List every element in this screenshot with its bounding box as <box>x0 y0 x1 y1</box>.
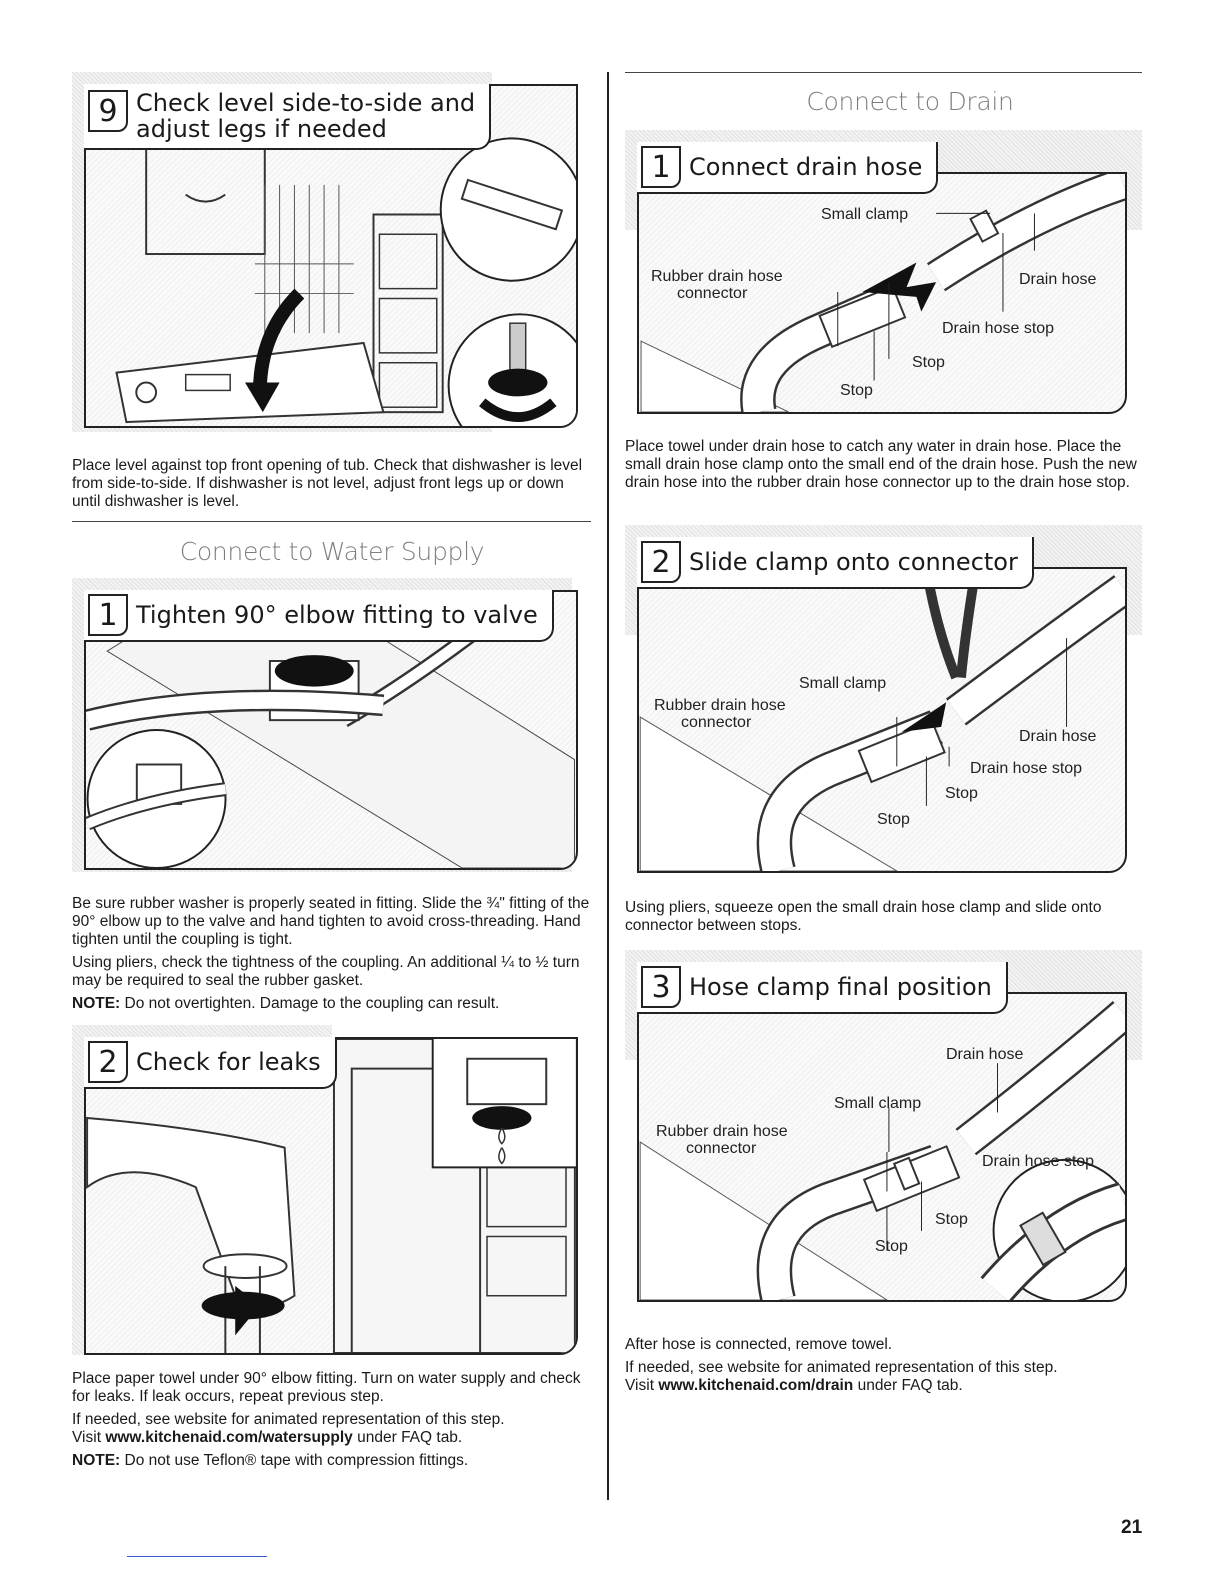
step-hose-clamp-final: 3 Hose clamp final position Drain hose S… <box>625 950 1142 1305</box>
callout-rubber-connector: Rubber drain hose connector <box>654 697 786 731</box>
final-position-illustration <box>637 992 1127 1302</box>
drain-hose-instructions: Place towel under drain hose to catch an… <box>625 438 1145 497</box>
step-tab: 2 Check for leaks <box>84 1037 337 1089</box>
step-title-line2: adjust legs if needed <box>136 115 387 143</box>
callout-drain-hose-stop: Drain hose stop <box>970 760 1083 777</box>
note: NOTE: Do not overtighten. Damage to the … <box>72 995 500 1012</box>
level-instructions: Place level against top front opening of… <box>72 457 592 516</box>
callout-drain-hose: Drain hose <box>946 1046 1024 1063</box>
callout-rubber-connector: Rubber drain hose connector <box>656 1123 788 1157</box>
callout-stop: Stop <box>875 1238 908 1255</box>
watersupply-link[interactable]: www.kitchenaid.com/watersupply <box>105 1429 353 1446</box>
dishwasher-level-drawing <box>115 137 576 426</box>
paragraph: Place towel under drain hose to catch an… <box>625 438 1137 491</box>
elbow-fitting-drawing <box>86 601 575 868</box>
final-instructions: After hose is connected, remove towel. I… <box>625 1336 1145 1400</box>
step-tab: 1 Tighten 90° elbow fitting to valve <box>84 590 554 642</box>
paragraph: Using pliers, squeeze open the small dra… <box>625 899 1102 934</box>
step-number: 1 <box>641 146 681 188</box>
page-number: 21 <box>1121 1517 1143 1538</box>
callout-small-clamp: Small clamp <box>834 1095 922 1112</box>
footer-line <box>127 1556 267 1557</box>
step-title: Hose clamp final position <box>689 973 992 1001</box>
step-number: 2 <box>641 541 681 583</box>
callout-stop: Stop <box>945 785 978 802</box>
callout-small-clamp: Small clamp <box>821 206 909 223</box>
final-clamp-drawing <box>639 1001 1125 1300</box>
drain-link[interactable]: www.kitchenaid.com/drain <box>658 1377 854 1394</box>
callout-drain-hose-stop: Drain hose stop <box>982 1153 1095 1170</box>
slide-clamp-illustration <box>637 567 1127 873</box>
step-check-level: 9 Check level side-to-side and adjust le… <box>72 72 592 432</box>
step-title: Check for leaks <box>136 1048 321 1076</box>
paragraph: Place level against top front opening of… <box>72 457 583 510</box>
paragraph: If needed, see website for animated repr… <box>72 1411 505 1446</box>
drain-hose-illustration <box>637 172 1127 414</box>
callout-rubber-connector: Rubber drain hose connector <box>651 268 783 302</box>
paragraph: If needed, see website for animated repr… <box>625 1359 1058 1394</box>
section-title-water-supply: Connect to Water Supply <box>179 537 485 566</box>
section-rule-right <box>625 72 1142 73</box>
step-number: 9 <box>88 90 128 132</box>
step-title: Tighten 90° elbow fitting to valve <box>136 601 538 629</box>
step-title: Check level side-to-side and <box>136 89 476 117</box>
leak-check-drawing <box>86 1039 576 1353</box>
step-tighten-elbow: 1 Tighten 90° elbow fitting to valve <box>72 578 592 872</box>
step-check-leaks: 2 Check for leaks <box>72 1025 592 1355</box>
leak-illustration <box>84 1037 578 1355</box>
section-title-drain: Connect to Drain <box>806 87 1014 116</box>
step-number: 3 <box>641 966 681 1008</box>
callout-drain-hose: Drain hose <box>1019 271 1097 288</box>
paragraph: Be sure rubber washer is properly seated… <box>72 895 590 948</box>
step-title: Connect drain hose <box>689 153 923 181</box>
paragraph: After hose is connected, remove towel. <box>625 1336 893 1353</box>
note: NOTE: Do not use Teflon® tape with compr… <box>72 1452 469 1469</box>
step-tab: 2 Slide clamp onto connector <box>637 537 1034 589</box>
step-tab: 3 Hose clamp final position <box>637 962 1008 1014</box>
callout-drain-hose: Drain hose <box>1019 728 1097 745</box>
callout-stop: Stop <box>877 811 910 828</box>
callout-stop: Stop <box>840 382 873 399</box>
callout-stop: Stop <box>935 1211 968 1228</box>
callout-stop: Stop <box>912 354 945 371</box>
step-slide-clamp: 2 Slide clamp onto connector Small clamp… <box>625 525 1142 875</box>
step-title: Slide clamp onto connector <box>689 548 1018 576</box>
section-rule-left <box>72 521 591 522</box>
step-connect-drain-hose: 1 Connect drain hose Small clamp Rubber … <box>625 130 1142 414</box>
leak-instructions: Place paper towel under 90° elbow fittin… <box>72 1370 592 1475</box>
callout-drain-hose-stop: Drain hose stop <box>942 320 1055 337</box>
paragraph: Place paper towel under 90° elbow fittin… <box>72 1370 581 1405</box>
step-number: 1 <box>88 594 128 636</box>
step-tab: 9 Check level side-to-side and adjust le… <box>84 84 492 150</box>
elbow-instructions: Be sure rubber washer is properly seated… <box>72 895 592 1018</box>
callout-small-clamp: Small clamp <box>799 675 887 692</box>
column-divider <box>607 72 609 1500</box>
step-number: 2 <box>88 1041 128 1083</box>
paragraph: Using pliers, check the tightness of the… <box>72 954 580 989</box>
slide-clamp-instructions: Using pliers, squeeze open the small dra… <box>625 899 1145 940</box>
drain-hose-drawing <box>640 174 1125 412</box>
step-tab: 1 Connect drain hose <box>637 142 939 194</box>
